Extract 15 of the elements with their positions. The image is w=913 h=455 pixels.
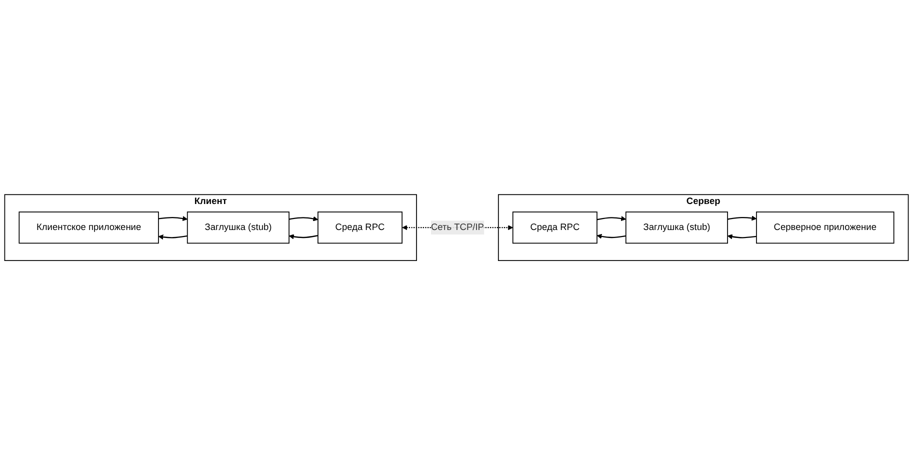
- node-box: Среда RPC: [512, 211, 598, 244]
- node-box: Среда RPC: [318, 211, 402, 244]
- arrow: [288, 234, 318, 240]
- arrow: [596, 234, 626, 239]
- node-box: Серверное приложение: [756, 211, 894, 244]
- node-box: Заглушка (stub): [186, 211, 290, 244]
- arrow: [727, 234, 757, 240]
- arrow: [158, 234, 188, 240]
- arrow: [596, 216, 626, 221]
- arrow: [158, 216, 188, 221]
- node-box: Клиентское приложение: [18, 211, 159, 244]
- node-box: Заглушка (stub): [625, 211, 728, 244]
- edge-label: Сеть TCP/IP: [430, 222, 484, 232]
- arrow: [288, 216, 318, 222]
- arrow: [727, 216, 757, 221]
